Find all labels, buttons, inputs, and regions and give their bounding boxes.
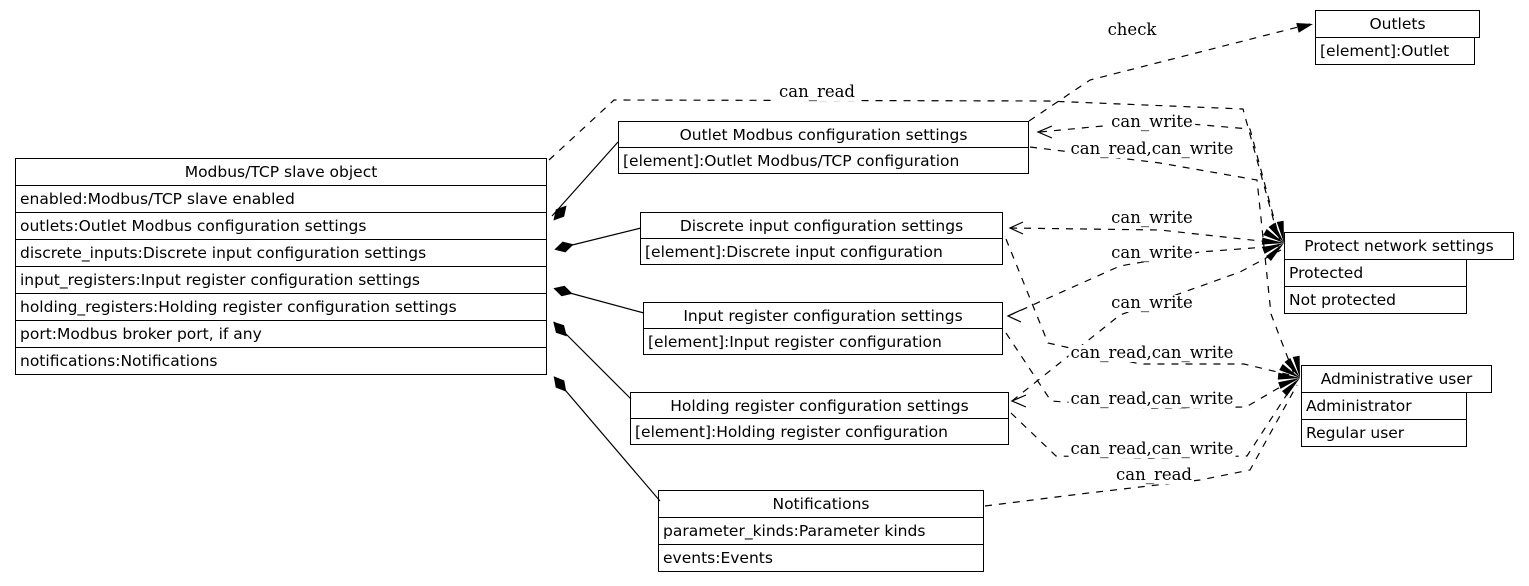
node-row: Regular user (1301, 419, 1467, 447)
node-title: Input register configuration settings (643, 302, 1003, 329)
node-holding-register-config: Holding register configuration settings … (630, 392, 1009, 445)
node-row: events:Events (658, 544, 984, 572)
node-title: Modbus/TCP slave object (15, 158, 547, 186)
node-row: discrete_inputs:Discrete input configura… (15, 239, 547, 267)
edge-can-write-holding-line (1011, 249, 1282, 402)
node-row: [element]:Outlet (1315, 37, 1475, 65)
node-title: Outlets (1315, 10, 1480, 38)
edge-label-can-read-notifications: can_read (1113, 465, 1195, 484)
open-arrowhead-icon (1008, 221, 1024, 235)
node-notifications: Notifications parameter_kinds:Parameter … (658, 490, 984, 572)
edge-label-can-read-main: can_read (776, 82, 858, 101)
node-row: input_registers:Input register configura… (15, 266, 547, 294)
composition-line-holding-registers (553, 321, 632, 400)
edge-label-can-read-write-holding: can_read,can_write (1068, 439, 1236, 458)
diamond-icon (553, 285, 573, 297)
arrowhead-starburst-icon (1277, 355, 1300, 397)
node-modbus-slave-object: Modbus/TCP slave object enabled:Modbus/T… (15, 158, 547, 375)
node-protect-network-settings: Protect network settings Protected Not p… (1284, 232, 1514, 314)
node-administrative-user: Administrative user Administrator Regula… (1301, 365, 1492, 447)
node-title: Notifications (658, 490, 984, 518)
composition-line-outlets (551, 141, 619, 217)
node-title: Protect network settings (1284, 232, 1514, 260)
edge-label-can-write-discrete: can_write (1109, 208, 1195, 227)
edge-label-can-read-write-input: can_read,can_write (1068, 389, 1236, 408)
node-row: [element]:Discrete input configuration (640, 238, 1003, 265)
edge-label-can-write-holding: can_write (1109, 293, 1195, 312)
diamond-icon (553, 376, 567, 392)
node-row: outlets:Outlet Modbus configuration sett… (15, 212, 547, 240)
edge-label-can-read-write-outlet: can_read,can_write (1068, 139, 1236, 158)
node-title: Administrative user (1301, 365, 1492, 393)
node-row: [element]:Outlet Modbus/TCP configuratio… (618, 147, 1029, 174)
node-row: parameter_kinds:Parameter kinds (658, 517, 984, 545)
diamond-icon (554, 241, 574, 253)
open-arrowhead-icon (1036, 125, 1053, 139)
node-row: notifications:Notifications (15, 347, 547, 375)
node-row: enabled:Modbus/TCP slave enabled (15, 185, 547, 213)
composition-line-discrete-inputs (555, 227, 642, 250)
node-row: [element]:Holding register configuration (630, 418, 1009, 445)
node-discrete-input-config: Discrete input configuration settings [e… (640, 212, 1003, 265)
composition-line-input-registers (554, 288, 645, 314)
diamond-icon (553, 321, 567, 337)
open-arrowhead-icon (1006, 309, 1022, 323)
node-title: Holding register configuration settings (630, 392, 1009, 419)
node-row: port:Modbus broker port, if any (15, 320, 547, 348)
node-row: Not protected (1284, 286, 1467, 314)
node-row: [element]:Input register configuration (643, 328, 1003, 355)
edge-check-line (1028, 23, 1311, 122)
node-row: holding_registers:Holding register confi… (15, 293, 547, 321)
node-outlets: Outlets [element]:Outlet (1315, 10, 1480, 65)
node-row: Protected (1284, 259, 1467, 287)
node-row: Administrator (1301, 392, 1467, 420)
node-outlet-modbus-config: Outlet Modbus configuration settings [el… (618, 121, 1029, 174)
node-input-register-config: Input register configuration settings [e… (643, 302, 1003, 355)
edge-can-write-discrete-line (1009, 227, 1280, 244)
composition-diamond-icons (553, 205, 574, 392)
edge-label-can-write-input: can_write (1109, 243, 1195, 262)
open-arrowhead-icon (1010, 394, 1027, 408)
diamond-icon (553, 205, 567, 221)
node-title: Discrete input configuration settings (640, 212, 1003, 239)
node-title: Outlet Modbus configuration settings (618, 121, 1029, 148)
edge-label-can-write-outlet: can_write (1109, 112, 1195, 131)
edge-label-check: check (1105, 20, 1159, 39)
arrowhead-icon (1296, 23, 1313, 33)
edge-label-can-read-write-discrete: can_read,can_write (1068, 343, 1236, 362)
